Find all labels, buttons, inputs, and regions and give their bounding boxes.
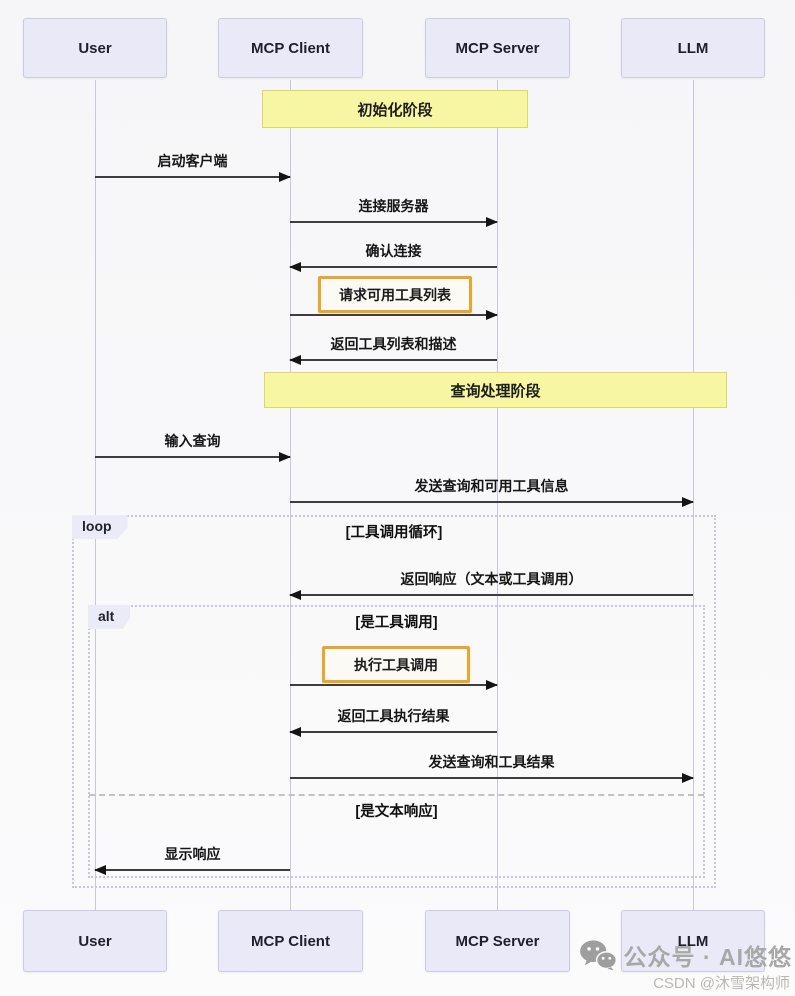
- message-send-query-tool-result: 发送查询和工具结果: [290, 751, 694, 783]
- watermark: 公众号 · AI悠悠 CSDN @沐雪架构师: [579, 938, 792, 993]
- arrow-line: [290, 221, 497, 223]
- alt-frame: alt [是工具调用] [是文本响应]: [88, 605, 705, 878]
- arrow-head-icon: [94, 865, 106, 875]
- arrow-line: [290, 359, 497, 361]
- arrow-head-icon: [279, 172, 291, 182]
- message-return-tool-result: 返回工具执行结果: [289, 705, 497, 737]
- phase-initialization: 初始化阶段: [262, 90, 528, 128]
- highlight-request-tools: 请求可用工具列表: [318, 276, 472, 313]
- arrow-line: [95, 456, 290, 458]
- message-label: 返回工具列表和描述: [330, 336, 457, 352]
- arrow-line: [290, 684, 497, 686]
- arrow-line: [95, 176, 290, 178]
- lifeline-llm: [693, 80, 694, 912]
- message-label: 发送查询和可用工具信息: [414, 478, 569, 494]
- message-confirm-connection: 确认连接: [289, 240, 497, 272]
- actor-mcp-client-bottom: MCP Client: [218, 910, 363, 972]
- lifeline-mcp-client: [290, 80, 291, 912]
- message-connect-server: 连接服务器: [290, 195, 498, 227]
- actor-user-top: User: [23, 18, 167, 78]
- message-execute-tool-arrow: [290, 658, 498, 690]
- message-label: 确认连接: [365, 243, 422, 259]
- message-label: 输入查询: [164, 433, 221, 449]
- alt-divider: [89, 794, 704, 796]
- alt-condition: [是工具调用]: [355, 615, 438, 631]
- arrow-line: [290, 731, 497, 733]
- actor-user-bottom: User: [23, 910, 167, 972]
- actor-mcp-server-top: MCP Server: [425, 18, 570, 78]
- alt-keyword: alt: [88, 605, 131, 629]
- message-label: 发送查询和工具结果: [428, 754, 555, 770]
- message-label: 启动客户端: [157, 153, 228, 169]
- watermark-line2: CSDN @沐雪架构师: [653, 975, 790, 992]
- arrow-head-icon: [289, 590, 301, 600]
- loop-condition: [工具调用循环]: [345, 525, 443, 541]
- message-start-client: 启动客户端: [95, 150, 291, 182]
- arrow-head-icon: [682, 497, 694, 507]
- message-request-tools-arrow: [290, 288, 498, 320]
- arrow-line: [290, 777, 693, 779]
- message-label: 返回响应（文本或工具调用）: [400, 571, 583, 587]
- arrow-line: [290, 266, 497, 268]
- message-label: 显示响应: [164, 846, 221, 862]
- actor-llm-top: LLM: [621, 18, 765, 78]
- message-display-response: 显示响应: [94, 843, 290, 875]
- message-send-query-tools-info: 发送查询和可用工具信息: [290, 475, 694, 507]
- arrow-line: [290, 594, 693, 596]
- arrow-head-icon: [289, 727, 301, 737]
- arrow-head-icon: [289, 355, 301, 365]
- message-label: 连接服务器: [358, 198, 429, 214]
- arrow-head-icon: [486, 680, 498, 690]
- message-input-query: 输入查询: [95, 430, 291, 462]
- arrow-line: [290, 314, 497, 316]
- alt-else-condition: [是文本响应]: [355, 804, 438, 820]
- arrow-head-icon: [682, 773, 694, 783]
- arrow-head-icon: [486, 310, 498, 320]
- watermark-line1: 公众号 · AI悠悠: [623, 944, 792, 970]
- actor-mcp-client-top: MCP Client: [218, 18, 363, 78]
- message-return-tool-list: 返回工具列表和描述: [289, 333, 497, 365]
- arrow-head-icon: [279, 452, 291, 462]
- arrow-head-icon: [289, 262, 301, 272]
- message-return-response: 返回响应（文本或工具调用）: [289, 568, 693, 600]
- actor-mcp-server-bottom: MCP Server: [425, 910, 570, 972]
- arrow-line: [95, 869, 290, 871]
- lifeline-mcp-server: [497, 80, 498, 912]
- wechat-icon: [579, 939, 617, 971]
- loop-keyword: loop: [72, 515, 128, 539]
- actor-llm-bottom: LLM: [621, 910, 765, 972]
- highlight-execute-tool: 执行工具调用: [322, 646, 470, 683]
- lifeline-user: [95, 80, 96, 912]
- loop-frame: loop [工具调用循环]: [72, 515, 716, 888]
- arrow-line: [290, 501, 693, 503]
- phase-query-processing: 查询处理阶段: [264, 372, 727, 408]
- arrow-head-icon: [486, 217, 498, 227]
- message-label: 返回工具执行结果: [337, 708, 450, 724]
